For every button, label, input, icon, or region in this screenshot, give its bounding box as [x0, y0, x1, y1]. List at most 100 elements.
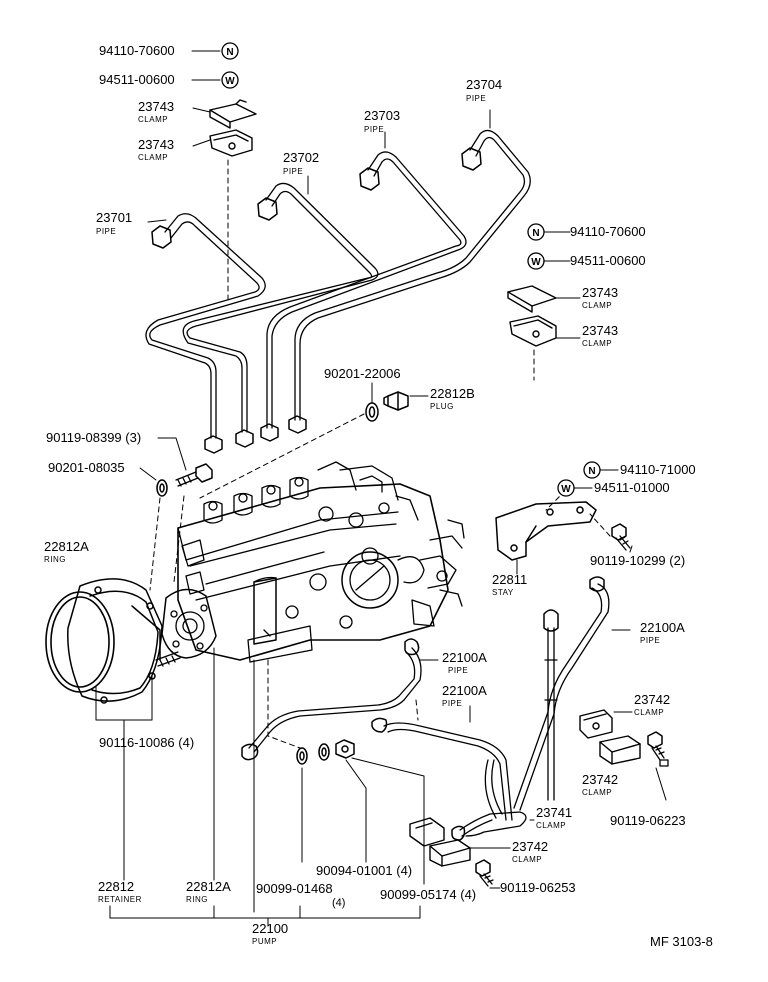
callout-94511-01000: 94511-01000: [594, 480, 670, 495]
plug-22812B: [383, 391, 409, 411]
callout-22812: 22812: [98, 879, 135, 894]
pipe-23704: [294, 129, 531, 421]
callout-90099-05174: 90099-05174 (4): [380, 887, 477, 902]
callout-23703: 23703: [364, 108, 401, 123]
callout-23743-a: 23743: [138, 99, 175, 114]
callout-94110-70600-a: 94110-70600: [99, 43, 175, 58]
washer-90201-08035: [156, 479, 168, 497]
callout-22100A-middle-sub: PIPE: [448, 666, 469, 675]
callout-22812A-left-sub: RING: [44, 555, 66, 564]
marker-nut-2: N: [527, 223, 545, 241]
svg-text:W: W: [225, 76, 235, 87]
callout-90119-06253: 90119-06253: [500, 880, 576, 895]
callout-22812A-left: 22812A: [44, 539, 89, 554]
marker-washer-1: W: [221, 71, 239, 89]
callout-23742-c-sub: CLAMP: [512, 855, 543, 864]
washer-90094-01001: [318, 743, 330, 761]
svg-text:W: W: [561, 484, 571, 495]
callout-94511-00600-b: 94511-00600: [570, 253, 646, 268]
callout-23743-d-sub: CLAMP: [582, 339, 613, 348]
clamp-right: [507, 285, 557, 347]
callout-90119-08399: 90119-08399 (3): [46, 430, 142, 445]
callout-23741-sub: CLAMP: [536, 821, 567, 830]
gasket-90099-01468: [296, 747, 308, 765]
callout-90099-01468: 90099-01468: [256, 881, 333, 896]
callout-23701-sub: PIPE: [96, 227, 117, 236]
nut-washer-markers: N W N W N W: [221, 42, 601, 497]
injection-pump: [161, 461, 465, 663]
callout-23704-sub: PIPE: [466, 94, 487, 103]
bolt-90119-06253: [475, 859, 494, 887]
callout-22812B: 22812B: [430, 386, 475, 401]
pipe-23703: [266, 151, 467, 429]
svg-text:N: N: [588, 466, 595, 477]
callout-94511-00600-a: 94511-00600: [99, 72, 175, 87]
callout-90201-22006: 90201-22006: [324, 366, 401, 381]
ring-22812A-left: [45, 591, 115, 693]
callout-22812B-sub: PLUG: [430, 402, 454, 411]
bolt-90119-06223: [647, 731, 669, 767]
callout-23743-b-sub: CLAMP: [138, 153, 169, 162]
callout-22100A-lower: 22100A: [442, 683, 487, 698]
callout-90099-01468-qty: (4): [332, 897, 346, 909]
callout-23743-a-sub: CLAMP: [138, 115, 169, 124]
callout-22812A-bottom: 22812A: [186, 879, 231, 894]
stay-22811: [495, 501, 597, 561]
callout-23741: 23741: [536, 805, 573, 820]
svg-text:W: W: [531, 257, 541, 268]
pipe-23702: [182, 182, 379, 433]
callout-90201-08035: 90201-08035: [48, 460, 125, 475]
callout-22100A-middle: 22100A: [442, 650, 487, 665]
callout-22100A-right: 22100A: [640, 620, 685, 635]
bolts-90116-10086: [155, 651, 181, 667]
callout-90094-01001: 90094-01001 (4): [316, 863, 413, 878]
callout-23742-b: 23742: [582, 772, 619, 787]
callout-22812-sub: RETAINER: [98, 895, 142, 904]
callout-23743-b: 23743: [138, 137, 175, 152]
bolt-90119-08399: [175, 463, 213, 487]
marker-washer-3: W: [557, 479, 575, 497]
callout-23743-c: 23743: [582, 285, 619, 300]
callout-23742-c: 23742: [512, 839, 549, 854]
figure-code: MF 3103-8: [650, 934, 713, 949]
callout-90116-10086: 90116-10086 (4): [99, 735, 195, 750]
svg-text:N: N: [532, 228, 539, 239]
callout-94110-71000: 94110-71000: [620, 462, 696, 477]
retainer-22812: [67, 578, 163, 704]
callout-23701: 23701: [96, 210, 133, 225]
callout-23742-a: 23742: [634, 692, 671, 707]
callout-23702: 23702: [283, 150, 320, 165]
callout-23742-a-sub: CLAMP: [634, 708, 665, 717]
clamp-23742-upper: [579, 709, 613, 739]
callout-94110-70600-b: 94110-70600: [570, 224, 646, 239]
callout-22811-sub: STAY: [492, 588, 514, 597]
dashed-lines: [149, 159, 611, 757]
callout-90119-06223: 90119-06223: [610, 813, 686, 828]
callout-22100: 22100: [252, 921, 289, 936]
marker-nut-1: N: [221, 42, 239, 60]
marker-washer-2: W: [527, 252, 545, 270]
callout-23702-sub: PIPE: [283, 167, 304, 176]
callout-23704: 23704: [466, 77, 503, 92]
callout-22100-sub: PUMP: [252, 937, 278, 946]
nut-90099-05174: [335, 739, 355, 759]
pipe-nuts: [204, 415, 307, 454]
pipe-23701: [145, 213, 266, 439]
callout-22811: 22811: [492, 572, 528, 587]
callout-23742-b-sub: CLAMP: [582, 788, 613, 797]
clamp-23741: [409, 817, 445, 847]
callout-90119-10299: 90119-10299 (2): [590, 553, 686, 568]
callout-23743-c-sub: CLAMP: [582, 301, 613, 310]
clamp-23742-middle: [599, 735, 641, 765]
callout-22100A-right-sub: PIPE: [640, 636, 661, 645]
callout-23743-d: 23743: [582, 323, 619, 338]
clamp-23742-lower: [429, 839, 471, 867]
callout-22100A-lower-sub: PIPE: [442, 699, 463, 708]
bolt-90119-10299: [611, 523, 631, 551]
marker-nut-3: N: [583, 461, 601, 479]
leader-lines: [95, 50, 667, 927]
callout-23703-sub: PIPE: [364, 125, 385, 134]
svg-text:N: N: [226, 47, 233, 58]
clamp-upper-left: [209, 99, 257, 157]
